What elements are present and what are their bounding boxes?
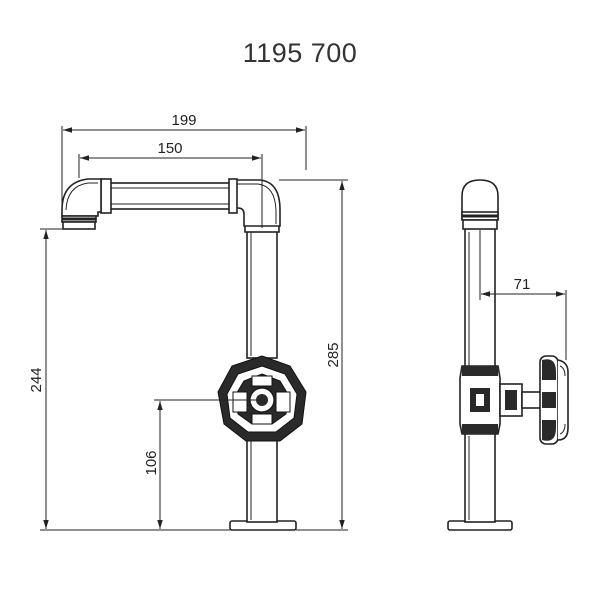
dim-label-handle-height: 106 xyxy=(143,450,160,475)
dim-label-spout-reach: 150 xyxy=(157,140,182,157)
side-view: 71 xyxy=(447,179,569,531)
side-handle-wheel xyxy=(539,355,569,445)
handle-wheel xyxy=(217,355,307,442)
dim-label-outlet-height: 244 xyxy=(28,367,45,392)
product-code-title: 1195 700 xyxy=(242,38,358,68)
horizontal-pipe xyxy=(107,182,235,210)
upper-pipe xyxy=(246,227,278,359)
side-top-cap xyxy=(461,179,499,219)
right-elbow xyxy=(232,179,281,227)
dim-label-handle-projection: 71 xyxy=(514,276,531,293)
front-view: 199 150 285 244 106 xyxy=(28,112,348,531)
dim-label-total-height: 285 xyxy=(325,342,342,367)
dim-label-overall-width: 199 xyxy=(171,112,196,129)
